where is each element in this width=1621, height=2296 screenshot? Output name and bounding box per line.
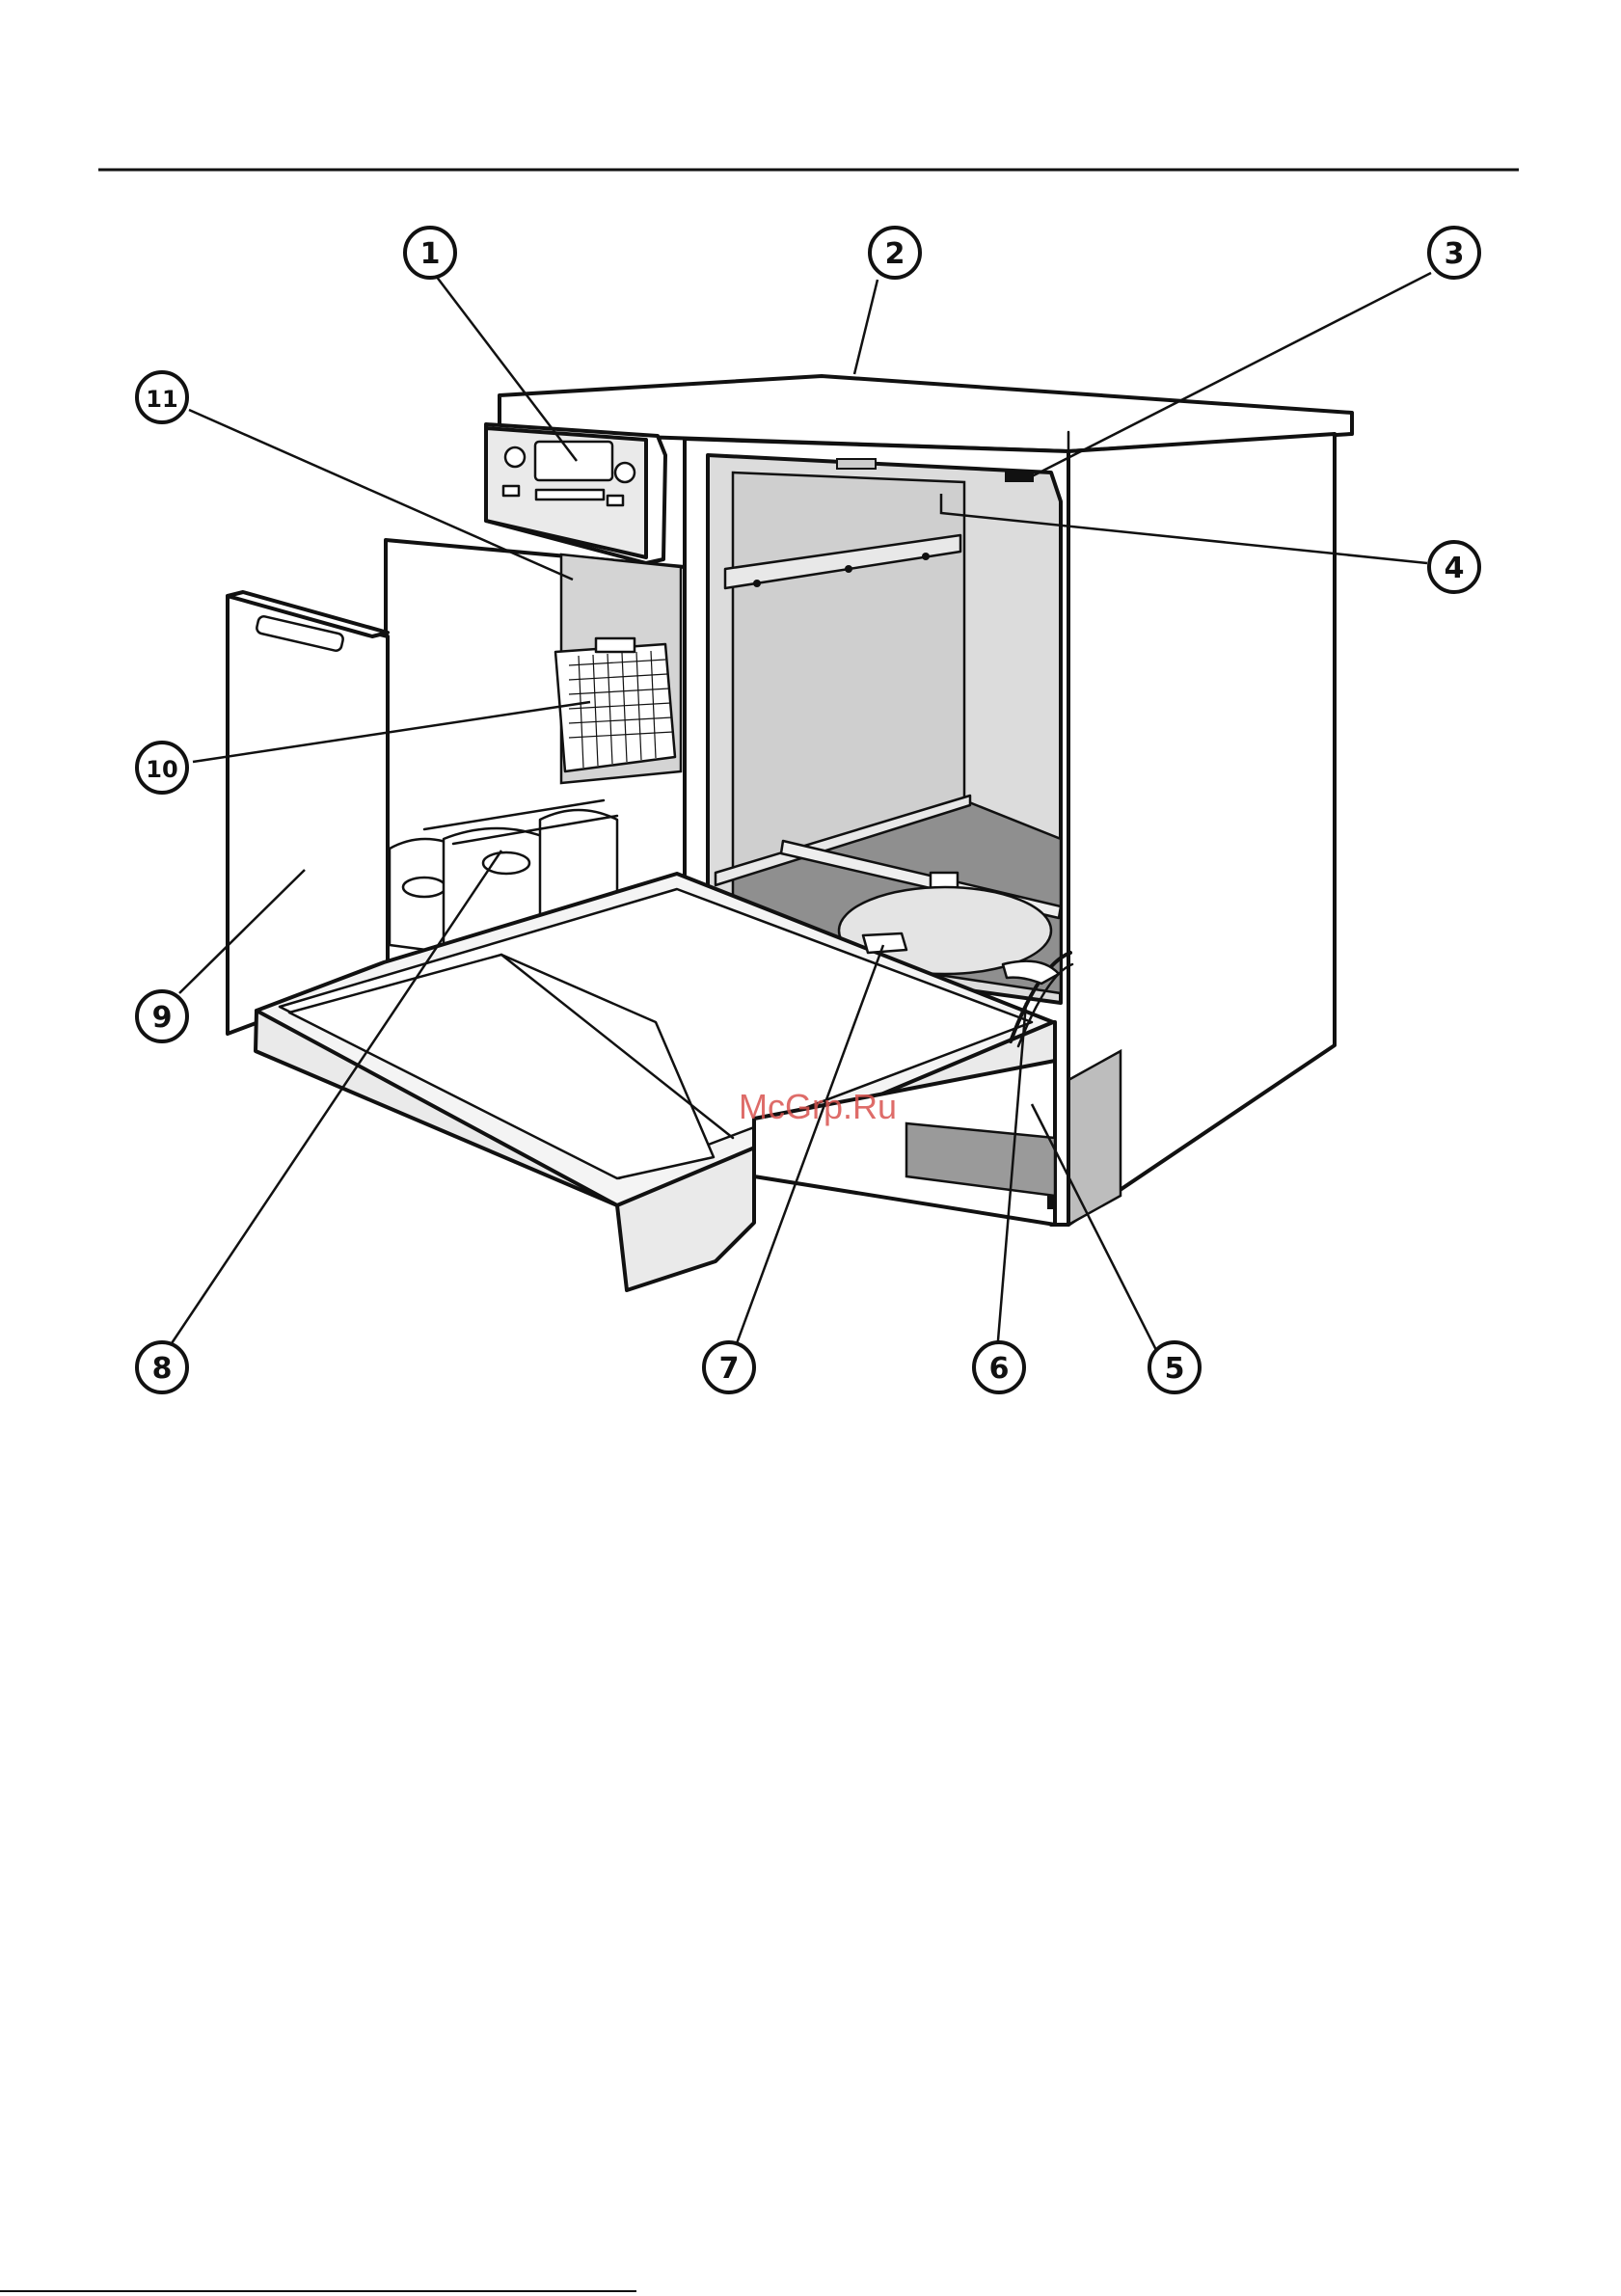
- svg-text:1: 1: [420, 237, 441, 271]
- svg-text:3: 3: [1445, 237, 1465, 271]
- callout-6: 6: [974, 1342, 1024, 1392]
- callout-5: 5: [1149, 1342, 1200, 1392]
- callout-9: 9: [137, 991, 187, 1041]
- svg-text:7: 7: [719, 1352, 740, 1386]
- display-window: [535, 442, 612, 480]
- callout-3: 3: [1429, 228, 1479, 278]
- removable-panel: [228, 592, 388, 1034]
- watermark: McGrp.Ru: [739, 1087, 897, 1126]
- power-icon: [505, 447, 525, 467]
- svg-text:4: 4: [1445, 552, 1465, 585]
- selector-knob-icon: [615, 463, 635, 482]
- svg-text:8: 8: [152, 1352, 173, 1386]
- svg-text:5: 5: [1165, 1352, 1185, 1386]
- svg-text:9: 9: [152, 1001, 173, 1035]
- svg-text:2: 2: [885, 237, 905, 271]
- callout-4: 4: [1429, 542, 1479, 592]
- plinth-shade: [1068, 1051, 1121, 1225]
- svg-text:10: 10: [146, 756, 177, 783]
- callout-1: 1: [405, 228, 455, 278]
- svg-text:6: 6: [989, 1352, 1010, 1386]
- callout-10: 10: [137, 743, 187, 793]
- callout-2: 2: [870, 228, 920, 278]
- callout-8: 8: [137, 1342, 187, 1392]
- svg-text:11: 11: [146, 386, 177, 413]
- callout-11: 11: [137, 372, 187, 422]
- control-panel: [486, 424, 665, 563]
- callout-7: 7: [704, 1342, 754, 1392]
